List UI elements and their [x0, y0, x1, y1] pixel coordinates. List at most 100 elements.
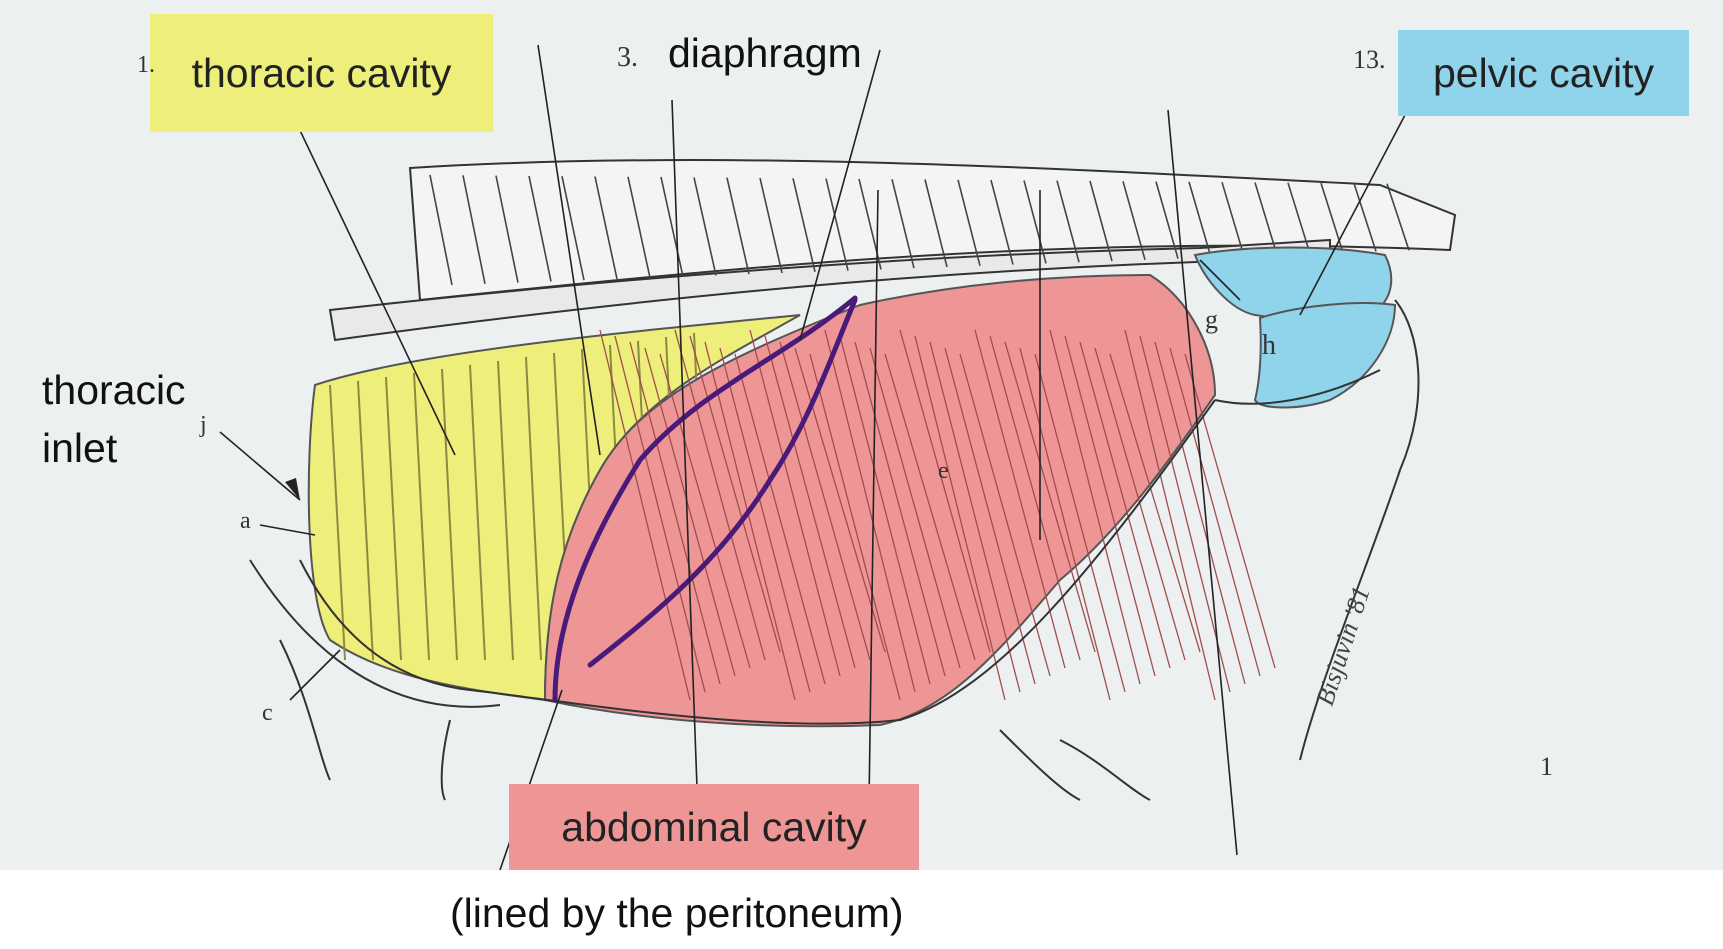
- pelvic-cavity-text: pelvic cavity: [1432, 49, 1654, 96]
- abdominal-cavity-text: abdominal cavity: [561, 803, 867, 850]
- muscle-fiber-stroke: [1094, 347, 1186, 661]
- vertebra-stroke: [990, 179, 1014, 265]
- muscle-fiber-stroke: [809, 353, 901, 701]
- number-1: 1.: [137, 52, 155, 78]
- muscle-fibers: [599, 329, 1276, 701]
- vertebra-stroke: [1188, 181, 1212, 258]
- muscle-fiber-stroke: [779, 341, 871, 661]
- muscle-fiber-stroke: [1139, 335, 1231, 693]
- abdominal-cavity-label: abdominal cavity: [509, 784, 919, 870]
- vertebra-stroke: [1353, 183, 1377, 252]
- vertebra-stroke: [1122, 181, 1146, 261]
- muscle-fiber-stroke: [899, 329, 991, 653]
- muscle-fiber-stroke: [1049, 329, 1141, 685]
- letter-c: c: [262, 700, 273, 726]
- rib-stroke: [497, 360, 514, 661]
- rib-stroke: [385, 376, 402, 661]
- muscle-fiber-stroke: [1034, 353, 1126, 693]
- muscle-fiber-stroke: [869, 347, 961, 669]
- muscle-fiber-stroke: [659, 353, 751, 669]
- muscle-fiber-stroke: [689, 335, 781, 653]
- muscle-fiber-stroke: [989, 335, 1081, 661]
- number-13: 13.: [1353, 45, 1386, 74]
- muscle-fiber-stroke: [734, 353, 826, 685]
- thoracic-cavity-label: thoracic cavity: [150, 14, 493, 132]
- vertebra-stroke: [957, 179, 981, 266]
- muscle-fiber-stroke: [764, 335, 856, 669]
- muscle-fiber-stroke: [674, 329, 766, 661]
- rib-stroke: [413, 372, 430, 661]
- muscle-fiber-stroke: [1184, 353, 1276, 669]
- vertebra-stroke: [693, 177, 717, 276]
- vertebral-lines: [429, 174, 1410, 286]
- vertebra-stroke: [759, 177, 783, 274]
- letter-a: a: [240, 508, 251, 534]
- vertebra-stroke: [495, 175, 519, 283]
- rib-stroke: [329, 384, 346, 661]
- muscle-fiber-stroke: [614, 335, 706, 693]
- letter-j: j: [200, 412, 207, 438]
- muscle-fiber-stroke: [1169, 347, 1261, 677]
- letter-h: h: [1262, 330, 1276, 361]
- muscle-fiber-stroke: [959, 353, 1051, 677]
- arrowhead-icon: [285, 478, 300, 500]
- vertebra-stroke: [561, 176, 585, 281]
- peritoneum-caption: (lined by the peritoneum): [450, 890, 904, 936]
- muscle-fiber-stroke: [1109, 353, 1201, 653]
- muscle-fiber-stroke: [629, 341, 721, 685]
- vertebra-stroke: [627, 176, 651, 278]
- muscle-fiber-stroke: [794, 347, 886, 653]
- vertebra-stroke: [528, 175, 552, 282]
- leader-lines: [219, 44, 1406, 871]
- thoracic-inlet-label-line1: thoracic: [42, 367, 186, 413]
- diaphragm-label: diaphragm: [668, 30, 862, 76]
- rib-stroke: [525, 356, 542, 661]
- muscle-fiber-stroke: [599, 329, 691, 701]
- muscle-fiber-stroke: [1064, 335, 1156, 677]
- number-3: 3.: [617, 42, 638, 73]
- muscle-fiber-stroke: [704, 341, 796, 701]
- vertebra-stroke: [1287, 182, 1311, 255]
- muscle-fiber-stroke: [644, 347, 736, 677]
- page-number: 1: [1540, 752, 1553, 781]
- vertebra-stroke: [726, 177, 750, 275]
- vertebra-stroke: [429, 174, 453, 286]
- vertebra-stroke: [660, 176, 684, 277]
- vertebra-stroke: [1386, 183, 1410, 251]
- muscle-fiber-stroke: [944, 347, 1036, 685]
- vertebra-stroke: [825, 178, 849, 271]
- rib-stroke: [357, 380, 374, 661]
- muscle-fiber-stroke: [929, 341, 1021, 693]
- thoracic-cavity-text: thoracic cavity: [191, 49, 452, 96]
- vertebra-stroke: [792, 178, 816, 272]
- letter-g: g: [1205, 305, 1218, 334]
- vertebra-stroke: [1023, 180, 1047, 264]
- vertebra-stroke: [891, 179, 915, 269]
- pelvic-region-lower: [1253, 302, 1397, 409]
- thoracic-inlet-label-line2: inlet: [42, 425, 118, 471]
- muscle-fiber-stroke: [719, 347, 811, 693]
- muscle-fiber-stroke: [839, 335, 931, 685]
- body-outline: [249, 299, 1420, 801]
- muscle-fiber-stroke: [1079, 341, 1171, 669]
- muscle-fiber-stroke: [884, 353, 976, 661]
- rib-stroke: [469, 364, 486, 661]
- vertebra-stroke: [1155, 181, 1179, 259]
- muscle-fiber-stroke: [1154, 341, 1246, 685]
- vertebra-stroke: [1056, 180, 1080, 263]
- muscle-fiber-stroke: [1004, 341, 1096, 653]
- pelvic-cavity-label: pelvic cavity: [1398, 30, 1689, 116]
- muscle-fiber-stroke: [1124, 329, 1216, 701]
- vertebra-stroke: [1254, 182, 1278, 256]
- muscle-fiber-stroke: [914, 335, 1006, 701]
- muscle-fiber-stroke: [1019, 347, 1111, 701]
- vertebra-stroke: [594, 176, 618, 280]
- vertebra-stroke: [924, 179, 948, 268]
- abdominal-region: [543, 273, 1217, 728]
- muscle-fiber-stroke: [824, 329, 916, 693]
- rib-stroke: [441, 368, 458, 661]
- muscle-fiber-stroke: [854, 341, 946, 677]
- muscle-fiber-stroke: [749, 329, 841, 677]
